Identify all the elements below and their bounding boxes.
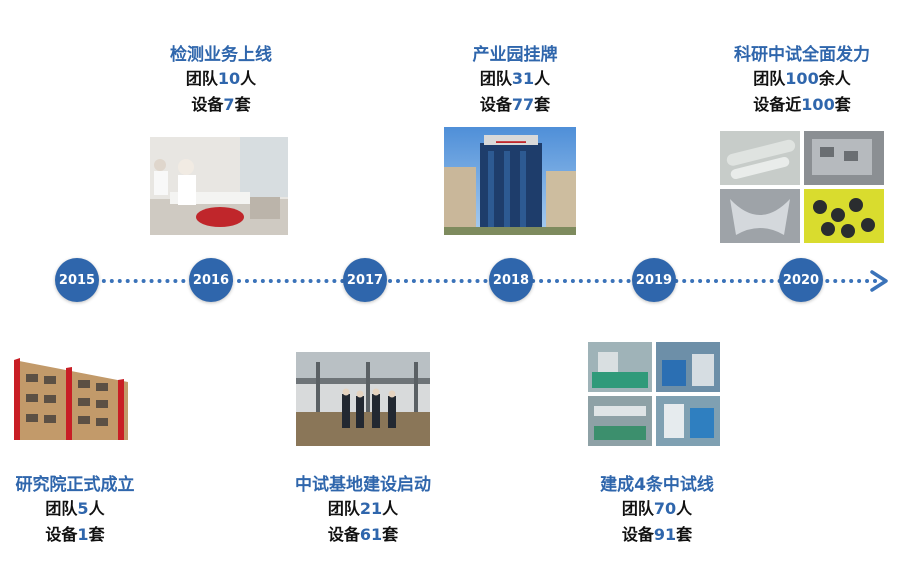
year-node-2019: 2019	[632, 258, 676, 302]
milestone-title: 中试基地建设启动	[295, 475, 431, 495]
equipment-count: 设备近100套	[753, 95, 851, 114]
milestone-title: 科研中试全面发力	[734, 45, 870, 65]
team-count: 团队70人	[621, 499, 693, 518]
year-node-2018: 2018	[489, 258, 533, 302]
arrow-right-icon	[870, 270, 888, 292]
svg-text:▬▬▬▬▬: ▬▬▬▬▬	[496, 139, 526, 145]
milestone-2016: 检测业务上线 团队10人 设备7套	[146, 44, 296, 118]
equipment-count: 设备1套	[45, 525, 105, 544]
year-node-2017: 2017	[343, 258, 387, 302]
equipment-count: 设备7套	[191, 95, 251, 114]
milestone-title: 建成4条中试线	[600, 475, 714, 495]
team-count: 团队5人	[45, 499, 105, 518]
milestone-title: 研究院正式成立	[15, 475, 135, 495]
milestone-2019: 建成4条中试线 团队70人 设备91套	[582, 474, 732, 548]
pilot-lines-photo-grid	[588, 342, 720, 446]
milestone-2015: 研究院正式成立 团队5人 设备1套	[0, 474, 150, 548]
equipment-count: 设备61套	[327, 525, 399, 544]
institute-building-photo	[10, 352, 138, 444]
research-products-photo-grid	[720, 131, 884, 243]
milestone-title: 检测业务上线	[170, 45, 272, 65]
year-node-2020: 2020	[779, 258, 823, 302]
lab-testing-photo	[150, 137, 288, 235]
milestone-title: 产业园挂牌	[472, 45, 558, 65]
year-node-2016: 2016	[189, 258, 233, 302]
team-count: 团队31人	[479, 69, 551, 88]
industrial-park-building-photo: ▬▬▬▬▬	[444, 127, 576, 235]
equipment-count: 设备77套	[479, 95, 551, 114]
team-count: 团队10人	[185, 69, 257, 88]
milestone-2020: 科研中试全面发力 团队100余人 设备近100套	[727, 44, 877, 118]
team-count: 团队100余人	[753, 69, 851, 88]
year-node-2015: 2015	[55, 258, 99, 302]
milestone-2018: 产业园挂牌 团队31人 设备77套	[440, 44, 590, 118]
pilot-base-construction-photo	[296, 352, 430, 446]
milestone-2017: 中试基地建设启动 团队21人 设备61套	[288, 474, 438, 548]
equipment-count: 设备91套	[621, 525, 693, 544]
team-count: 团队21人	[327, 499, 399, 518]
timeline-axis	[78, 279, 878, 283]
